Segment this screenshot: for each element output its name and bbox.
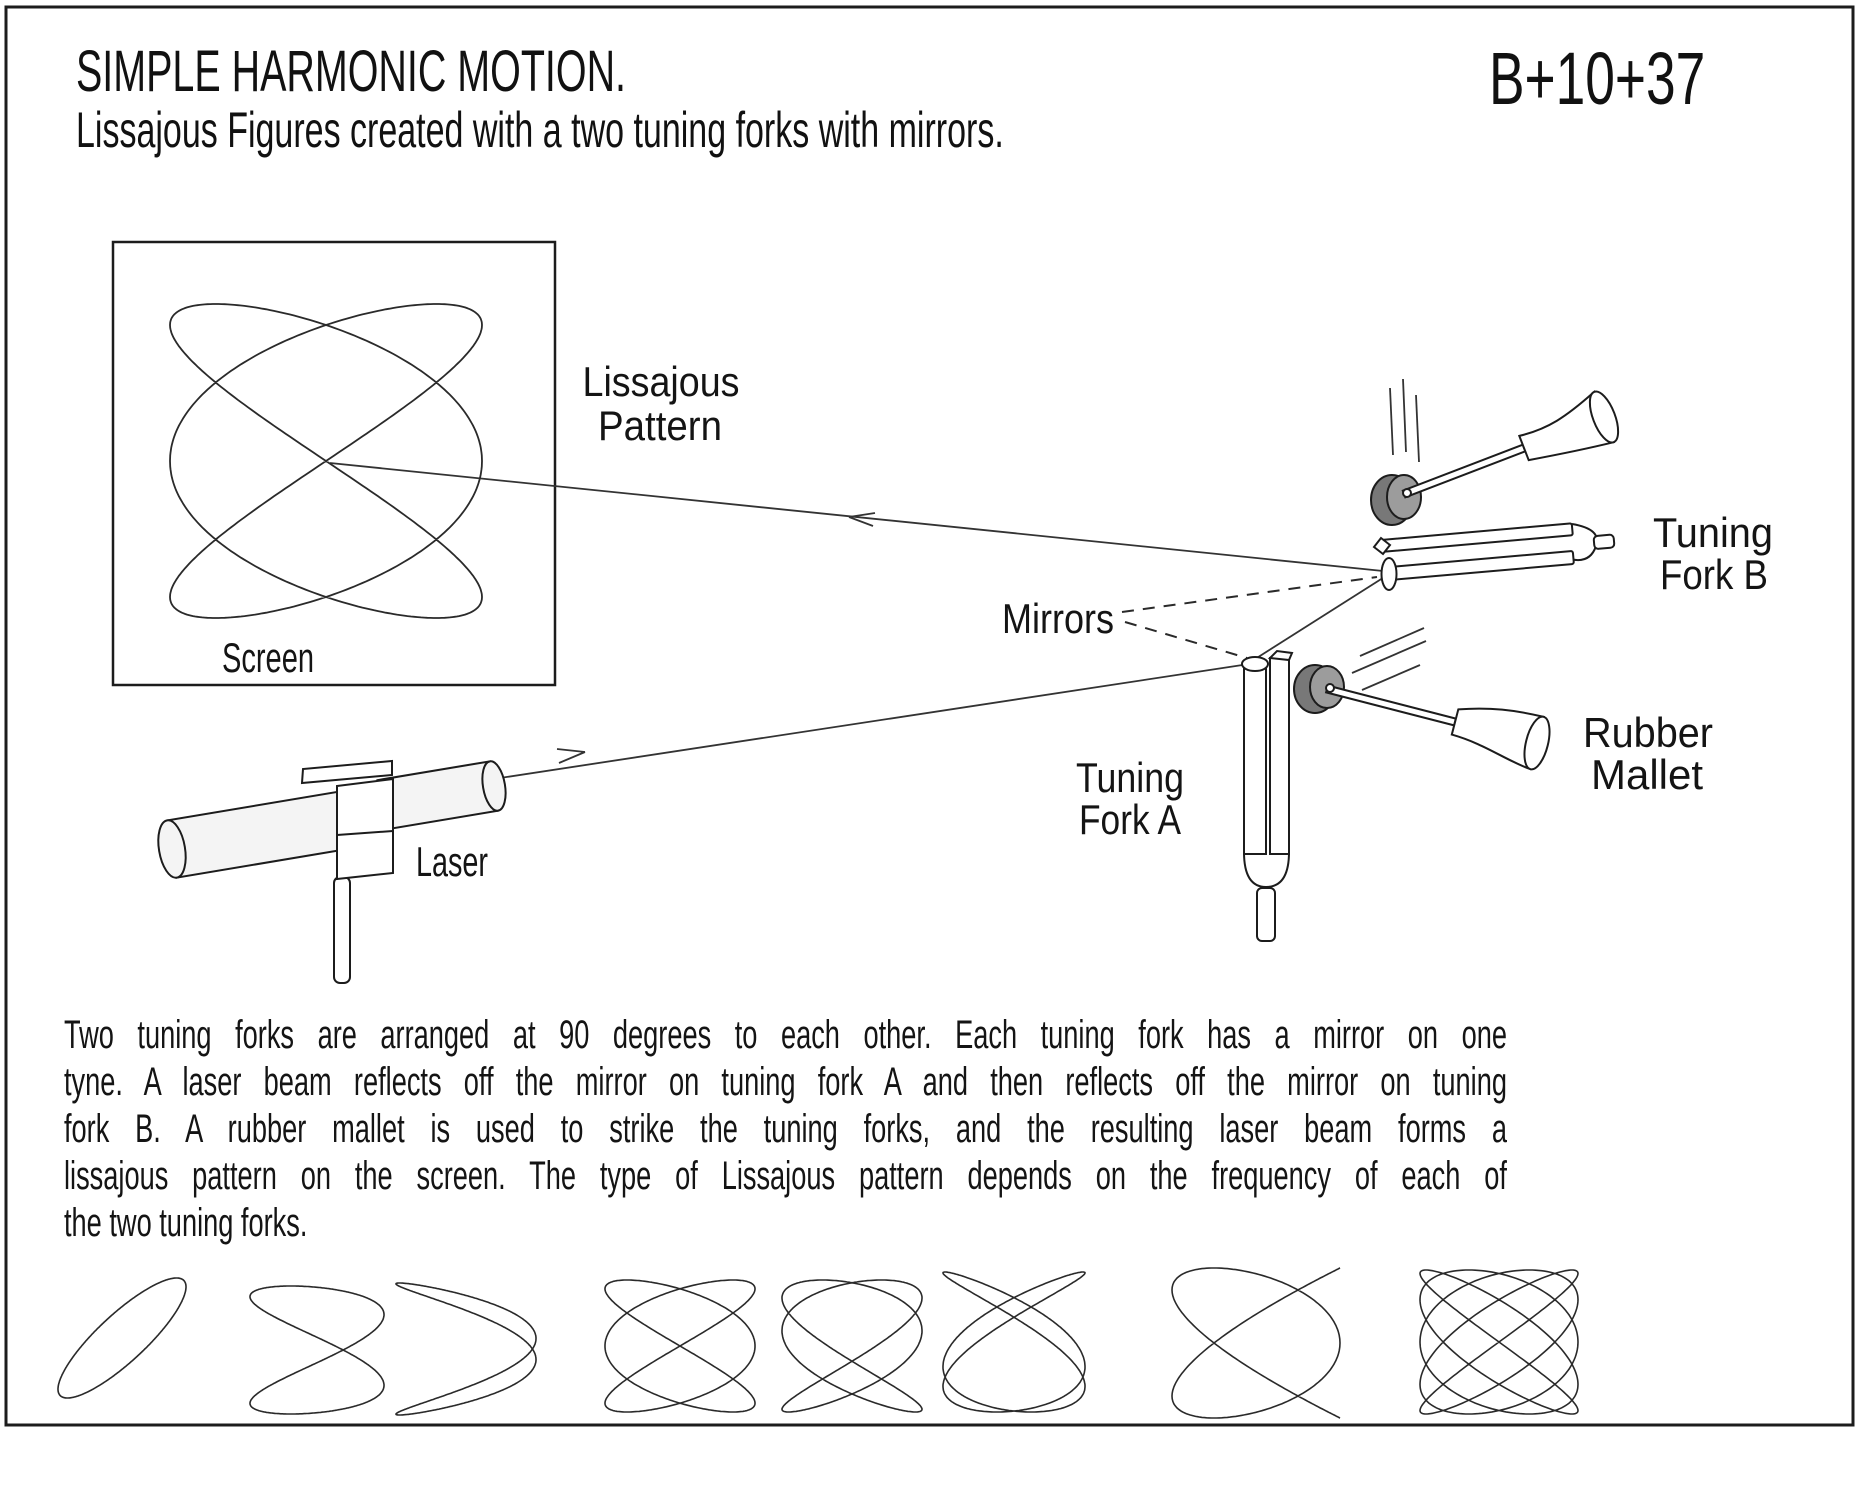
beam-laser-to-fork-a (499, 663, 1250, 779)
mallet-a-handle-end (1523, 715, 1551, 771)
screen-box (111, 240, 557, 687)
description-paragraph: Two tuning forks are arranged at 90 degr… (64, 1012, 1507, 1247)
lissajous-example-2 (249, 1285, 385, 1415)
mallet-b-handle-end (1588, 390, 1620, 444)
description-line: tyne. A laser beam reflects off the mirr… (64, 1060, 1507, 1104)
fork-b-handle (1592, 533, 1616, 550)
laser-label: Laser (416, 838, 488, 885)
rubber-mallet-label-line1: Rubber (1583, 709, 1713, 756)
page-title: SIMPLE HARMONIC MOTION. (76, 39, 627, 104)
lissajous-example-7 (1171, 1267, 1341, 1419)
mallet-b-stick-joint (1402, 488, 1412, 498)
laser-mount-rail (300, 759, 393, 785)
laser-mount-seam (336, 830, 394, 836)
fork-a-left-tyne (1243, 663, 1267, 855)
motion-lines-b (1389, 378, 1420, 463)
mirrors-label: Mirrors (1002, 595, 1114, 642)
tuning-fork-a-label-line2: Fork A (1079, 796, 1181, 843)
fork-a-tyne-cap (1267, 649, 1294, 662)
lissajous-example-4 (604, 1279, 756, 1413)
laser-beam (329, 462, 1387, 779)
description-line: lissajous pattern on the screen. The typ… (64, 1154, 1507, 1198)
lissajous-example-6 (942, 1271, 1086, 1413)
lissajous-example-3 (395, 1282, 537, 1416)
lissajous-pattern-label-line2: Pattern (598, 402, 722, 449)
laser-stand-rod (333, 876, 351, 984)
page-subtitle: Lissajous Figures created with a two tun… (76, 102, 1004, 158)
mallet-b-stick (1401, 443, 1527, 499)
motion-lines-a (1351, 627, 1427, 691)
screen-label: Screen (222, 634, 314, 681)
beam-arrow-right-icon (556, 748, 586, 764)
mirror-b-icon (1380, 557, 1398, 591)
rubber-mallet-b (1370, 390, 1620, 526)
laser-body-cylinder (157, 789, 354, 879)
rubber-mallet-a (1293, 664, 1551, 771)
fork-a-u-bend (1243, 851, 1290, 889)
description-line: fork B. A rubber mallet is used to strik… (64, 1107, 1507, 1151)
tuning-fork-a-label-line1: Tuning (1076, 754, 1184, 801)
fork-b-front-tyne (1388, 550, 1575, 581)
callout-to-mirror-b (1121, 576, 1378, 613)
mirror-a-icon (1241, 656, 1269, 672)
beam-arrow-left-icon (848, 512, 876, 527)
laser-device (157, 759, 507, 984)
fork-b-tyne-cap (1372, 536, 1392, 556)
tuning-fork-a (1241, 649, 1294, 942)
lissajous-example-8 (1419, 1269, 1579, 1415)
rubber-mallet-label-line2: Mallet (1591, 751, 1703, 798)
mallet-a-stick-joint (1325, 683, 1335, 693)
screen-lissajous-pattern (169, 303, 483, 619)
lissajous-examples (57, 1267, 1579, 1419)
description-line: the two tuning forks. (64, 1201, 308, 1245)
mirrors-callout-lines (1121, 576, 1378, 659)
beam-fork-b-to-screen (329, 462, 1384, 572)
lissajous-example-1 (57, 1277, 187, 1399)
tuning-fork-b-label-line1: Tuning (1653, 509, 1773, 556)
callout-to-mirror-a (1124, 621, 1248, 659)
lissajous-example-5 (781, 1279, 923, 1413)
fork-a-right-tyne (1269, 657, 1290, 855)
fork-a-handle (1256, 887, 1276, 942)
description-line: Two tuning forks are arranged at 90 degr… (64, 1013, 1507, 1057)
laser-front-cylinder (376, 760, 507, 831)
catalog-code: B+10+37 (1489, 37, 1706, 120)
page-border (4, 5, 1855, 1427)
lissajous-pattern-label-line1: Lissajous (583, 358, 740, 405)
fork-b-back-tyne (1379, 522, 1574, 553)
laser-mount-block (336, 777, 394, 881)
tuning-fork-b (1372, 522, 1616, 591)
mallet-a-stick (1324, 684, 1458, 727)
beam-fork-a-to-fork-b (1251, 575, 1387, 662)
tuning-fork-b-label-line2: Fork B (1660, 551, 1768, 598)
